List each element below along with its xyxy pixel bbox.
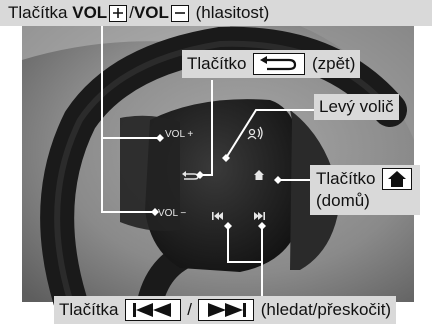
back-prefix: Tlačítko	[187, 54, 252, 73]
vol-up-wheel-label: VOL +	[165, 129, 193, 140]
vol-label-a: VOL	[72, 3, 108, 22]
home-prefix: Tlačítko	[316, 169, 381, 188]
vol-slash: /	[129, 3, 134, 22]
skip-back-icon	[125, 299, 182, 321]
skip-prefix: Tlačítka	[59, 300, 124, 319]
voice-icon[interactable]	[247, 126, 263, 140]
home-icon	[382, 168, 413, 190]
leader-lines	[101, 26, 314, 296]
left-selector-callout: Levý volič	[314, 94, 399, 120]
skip-back-wheel-icon[interactable]	[212, 212, 223, 220]
plus-icon	[109, 4, 128, 22]
vol-down-wheel-label: VOL −	[158, 208, 186, 219]
skip-slash: /	[187, 300, 192, 319]
back-icon	[253, 53, 306, 75]
leader-markers	[151, 134, 282, 230]
home-wheel-icon[interactable]	[254, 170, 264, 180]
vol-prefix: Tlačítka	[8, 3, 73, 22]
back-button-callout: Tlačítko (zpět)	[182, 50, 361, 78]
skip-suffix: (hledat/přeskočit)	[255, 300, 392, 319]
vol-label-b: VOL	[133, 3, 169, 22]
home-button-callout: Tlačítko (domů)	[310, 165, 421, 215]
skip-buttons-callout: Tlačítka / (hledat/přeskočit)	[54, 296, 397, 324]
skip-forward-icon	[197, 299, 254, 321]
minus-icon	[170, 4, 189, 22]
left-selector-text: Levý volič	[319, 97, 394, 116]
vol-buttons-callout: Tlačítka VOL / VOL (hlasitost)	[0, 0, 432, 26]
back-suffix: (zpět)	[307, 54, 356, 73]
skip-forward-wheel-icon[interactable]	[254, 212, 265, 220]
home-suffix: (domů)	[316, 191, 370, 210]
vol-suffix: (hlasitost)	[190, 3, 270, 22]
